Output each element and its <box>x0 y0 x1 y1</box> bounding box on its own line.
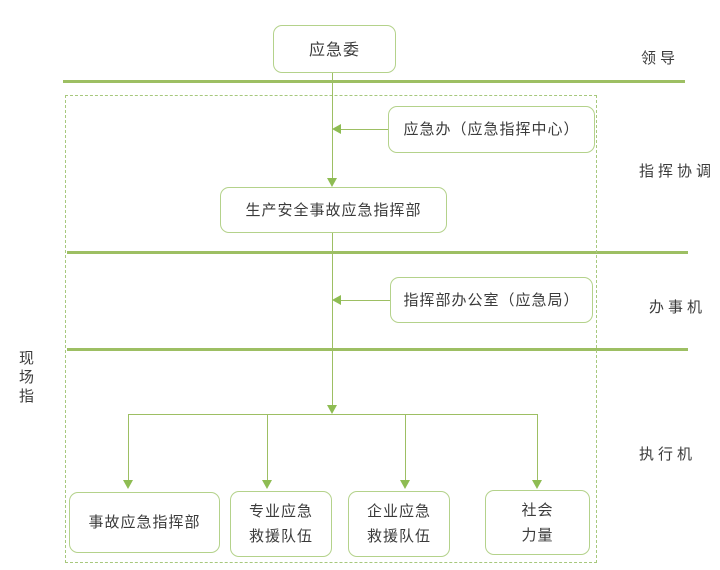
connector-office-to-trunk <box>341 128 388 130</box>
node-emergency-office: 应急办（应急指挥中心） <box>388 106 595 153</box>
layer-label-command-coordination: 指挥协调 <box>639 162 716 180</box>
node-enterprise-rescue-team: 企业应急 救援队伍 <box>348 491 450 557</box>
node-label-line1: 专业应急 <box>248 502 313 520</box>
layer-label-administration: 办事机 <box>649 298 707 316</box>
arrow-left-icon <box>332 295 341 305</box>
node-label: 指挥部办公室（应急局） <box>403 290 580 309</box>
connector-branch-exec3 <box>404 414 406 481</box>
node-professional-rescue-team: 专业应急 救援队伍 <box>230 491 332 557</box>
layer-label-leadership: 领导 <box>641 49 680 67</box>
connector-branch-exec4 <box>536 414 538 481</box>
layer-label-onsite-command: 现场指 <box>19 349 35 405</box>
connector-hq-office-to-trunk <box>341 299 390 301</box>
node-label-line1: 企业应急 <box>366 502 431 520</box>
section-line-command <box>67 251 688 254</box>
layer-label-execution: 执行机 <box>639 445 697 463</box>
node-onsite-accident-hq: 事故应急指挥部 <box>69 492 220 553</box>
node-label: 应急委 <box>308 39 360 59</box>
section-line-admin <box>67 348 688 351</box>
node-social-forces: 社会 力量 <box>485 490 590 555</box>
node-label: 应急办（应急指挥中心） <box>403 120 580 138</box>
node-hq-office: 指挥部办公室（应急局） <box>390 277 593 323</box>
node-emergency-committee: 应急委 <box>273 25 396 73</box>
node-label-line2: 力量 <box>521 525 554 544</box>
connector-branch-exec2 <box>266 414 268 481</box>
node-accident-emergency-hq: 生产安全事故应急指挥部 <box>220 187 447 233</box>
arrow-down-icon <box>400 480 410 489</box>
arrow-down-icon <box>532 480 542 489</box>
arrow-down-icon <box>327 178 337 187</box>
node-label: 事故应急指挥部 <box>88 513 201 531</box>
node-label-line2: 救援队伍 <box>248 527 313 545</box>
connector-hq-to-branch <box>331 233 333 407</box>
arrow-left-icon <box>332 124 341 134</box>
connector-branch-bar <box>127 413 538 415</box>
arrow-down-icon <box>262 480 272 489</box>
arrow-down-icon <box>123 480 133 489</box>
section-line-leadership <box>63 80 685 83</box>
dashed-boundary <box>65 95 597 563</box>
connector-branch-exec1 <box>127 414 129 481</box>
arrow-down-icon <box>327 405 337 414</box>
node-label-line2: 救援队伍 <box>366 527 431 545</box>
node-label-line1: 社会 <box>521 500 554 519</box>
node-label: 生产安全事故应急指挥部 <box>245 200 422 219</box>
